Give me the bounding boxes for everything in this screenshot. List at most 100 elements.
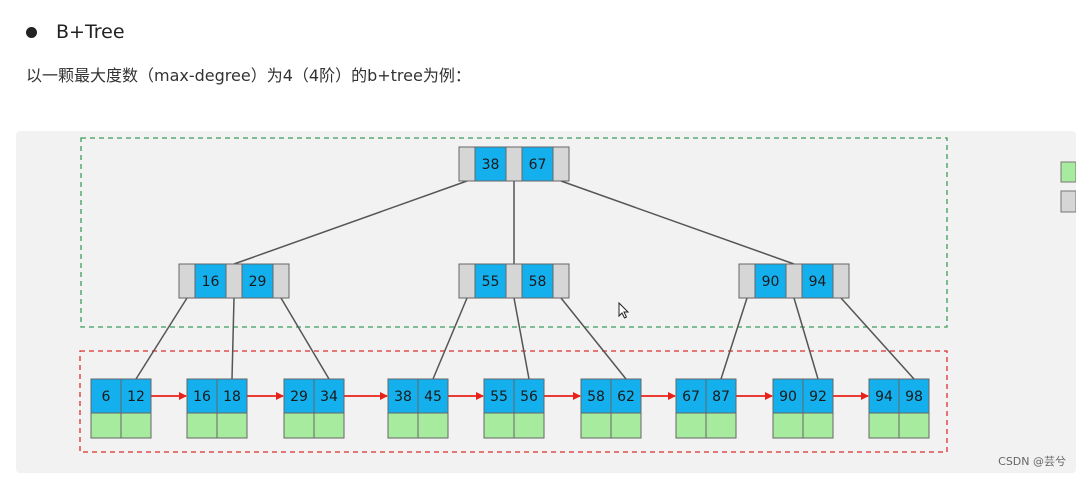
- watermark: CSDN @芸兮: [998, 455, 1066, 468]
- legend-pointer-swatch: [1060, 190, 1076, 213]
- pointer-cell: [738, 263, 756, 299]
- leaf-data-cell: [675, 412, 707, 439]
- leaf-node-1: 6 12: [90, 378, 152, 439]
- leaf-data-cell: [120, 412, 152, 439]
- pointer-cell: [505, 263, 523, 299]
- leaf-data-cell: [513, 412, 545, 439]
- tree-edge: [432, 297, 468, 380]
- tree-edge: [135, 297, 188, 380]
- leaf-key-label: 18: [223, 389, 241, 405]
- leaf-node-4: 38 45: [387, 378, 449, 439]
- internal-node-3: 90 94: [738, 263, 850, 299]
- leaf-data-cell: [417, 412, 449, 439]
- section-title: B+Tree: [56, 21, 125, 43]
- leaf-key-cell: [868, 378, 900, 414]
- leaf-data-cell: [610, 412, 642, 439]
- leaf-key-cell: [417, 378, 449, 414]
- key-label: 29: [249, 274, 267, 290]
- leaf-data-cell: [898, 412, 930, 439]
- key-label: 16: [202, 274, 220, 290]
- leaf-data-cell: [283, 412, 315, 439]
- leaf-key-label: 56: [520, 389, 538, 405]
- leaf-key-label: 94: [875, 389, 893, 405]
- key-label: 90: [762, 274, 780, 290]
- leaf-key-label: 62: [617, 389, 635, 405]
- pointer-cell: [178, 263, 196, 299]
- pointer-cell: [458, 263, 476, 299]
- leaf-key-cell: [580, 378, 612, 414]
- leaf-data-cell: [387, 412, 419, 439]
- leaf-data-cell: [802, 412, 834, 439]
- leaf-key-cell: [313, 378, 345, 414]
- leaf-data-cell: [580, 412, 612, 439]
- tree-edge: [233, 180, 468, 265]
- leaf-data-cell: [868, 412, 900, 439]
- key-label: 67: [529, 157, 547, 173]
- pointer-cell: [552, 146, 570, 182]
- leaf-key-label: 38: [394, 389, 412, 405]
- leaf-key-cell: [216, 378, 248, 414]
- key-label: 55: [482, 274, 500, 290]
- leaf-key-cell: [675, 378, 707, 414]
- legend-data-swatch: [1060, 161, 1076, 183]
- tree-edge: [840, 297, 915, 380]
- cursor-icon: [618, 301, 630, 319]
- leaf-node-5: 55 56: [483, 378, 545, 439]
- key-cell: [474, 146, 507, 182]
- leaf-key-label: 98: [905, 389, 923, 405]
- leaf-node-3: 29 34: [283, 378, 345, 439]
- key-label: 94: [809, 274, 827, 290]
- description-text: 以一颗最大度数（max-degree）为4（4阶）的b+tree为例：: [26, 66, 471, 85]
- leaf-key-label: 34: [320, 389, 338, 405]
- tree-edge: [560, 297, 627, 380]
- section-heading: B+Tree: [26, 18, 125, 46]
- tree-edge: [560, 180, 795, 265]
- key-cell: [194, 263, 227, 299]
- leaf-key-label: 16: [193, 389, 211, 405]
- leaf-data-cell: [705, 412, 737, 439]
- leaf-key-label: 45: [424, 389, 442, 405]
- leaf-key-label: 6: [102, 389, 111, 405]
- leaf-key-cell: [610, 378, 642, 414]
- key-label: 58: [529, 274, 547, 290]
- leaf-key-label: 67: [682, 389, 700, 405]
- pointer-cell: [458, 146, 476, 182]
- leaf-key-cell: [90, 378, 122, 414]
- pointer-cell: [785, 263, 803, 299]
- leaf-data-cell: [483, 412, 515, 439]
- leaf-key-label: 90: [779, 389, 797, 405]
- tree-edge: [720, 297, 748, 380]
- pointer-cell: [225, 263, 243, 299]
- tree-edge: [231, 297, 235, 380]
- leaf-nodes-region: [79, 350, 948, 453]
- leaf-key-label: 12: [127, 389, 145, 405]
- tree-edge: [513, 297, 530, 380]
- pointer-cell: [272, 263, 290, 299]
- internal-node-2: 55 58: [458, 263, 570, 299]
- leaf-key-cell: [705, 378, 737, 414]
- leaf-data-cell: [313, 412, 345, 439]
- pointer-cell: [505, 146, 523, 182]
- leaf-key-label: 55: [490, 389, 508, 405]
- leaf-key-cell: [186, 378, 218, 414]
- leaf-key-label: 87: [712, 389, 730, 405]
- leaf-data-cell: [186, 412, 218, 439]
- leaf-key-label: 29: [290, 389, 308, 405]
- leaf-node-9: 94 98: [868, 378, 930, 439]
- leaf-key-cell: [387, 378, 419, 414]
- bullet-icon: [26, 26, 37, 38]
- key-cell: [754, 263, 787, 299]
- leaf-data-cell: [772, 412, 804, 439]
- tree-edge: [280, 297, 330, 380]
- internal-nodes-region: [80, 137, 948, 328]
- leaf-data-cell: [216, 412, 248, 439]
- key-cell: [801, 263, 834, 299]
- tree-edge: [793, 297, 819, 380]
- pointer-cell: [832, 263, 850, 299]
- pointer-cell: [552, 263, 570, 299]
